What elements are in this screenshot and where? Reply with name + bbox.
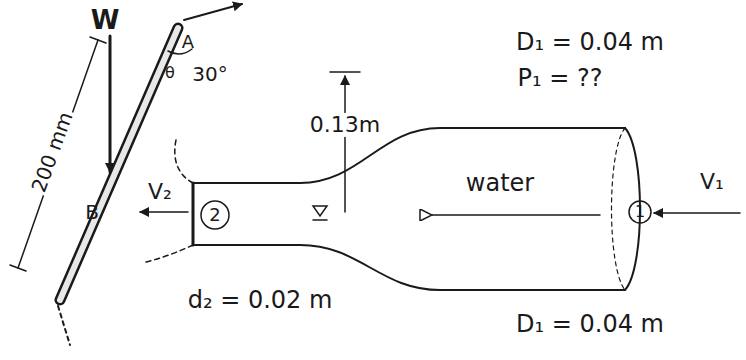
section-number: 2 — [207, 205, 222, 225]
diameter-label: D₁ = 0.04 m — [514, 311, 666, 337]
point-label: B — [83, 201, 101, 223]
height-dimension: 0.13m — [308, 113, 382, 137]
force-label: W — [89, 6, 122, 35]
velocity-label: V₁ — [698, 170, 726, 194]
fluid-label: water — [464, 170, 536, 196]
diameter-label: d₂ = 0.02 m — [186, 287, 335, 313]
section-number: 1 — [633, 203, 647, 221]
length-dimension: 200 mm — [27, 107, 78, 197]
angle-symbol: θ — [163, 64, 177, 82]
pressure-label: P₁ = ?? — [516, 65, 605, 91]
velocity-label: V₂ — [146, 180, 174, 204]
angle-value: 30° — [190, 63, 229, 85]
diameter-label: D₁ = 0.04 m — [514, 29, 666, 55]
point-label: A — [180, 32, 196, 52]
